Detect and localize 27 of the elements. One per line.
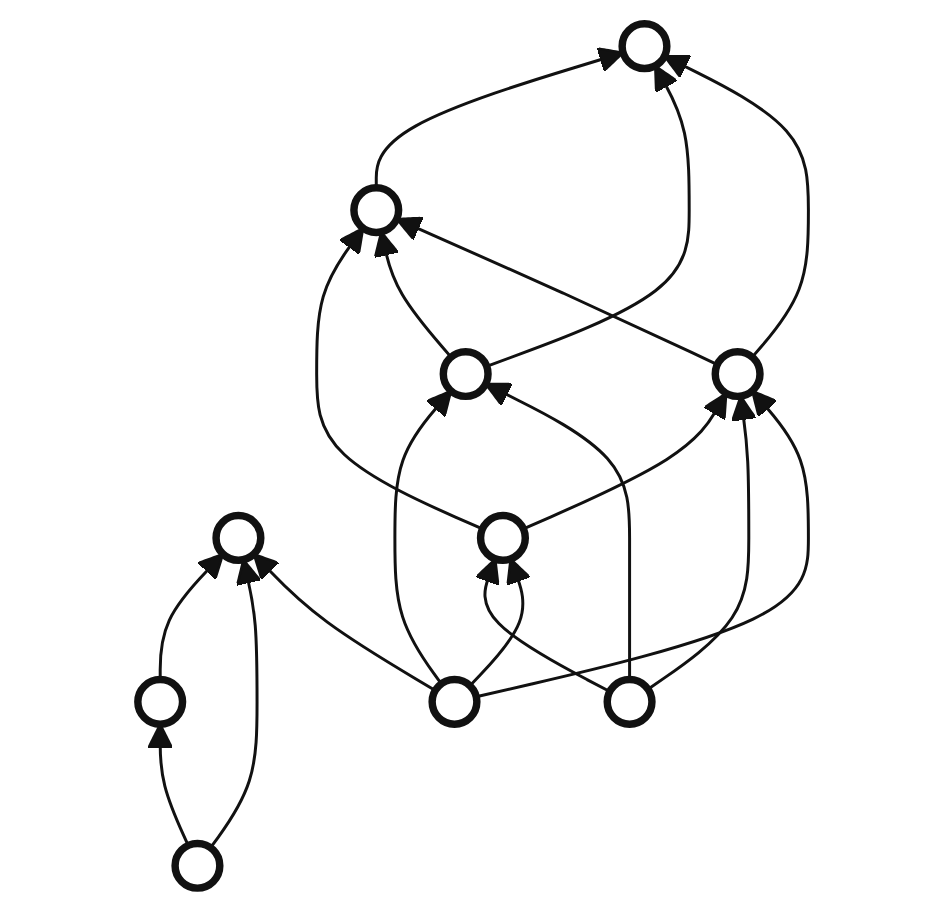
arrow bbox=[522, 392, 728, 531]
node-circle bbox=[711, 347, 764, 401]
arrow bbox=[484, 382, 631, 680]
arrow bbox=[158, 552, 225, 680]
arrow bbox=[373, 230, 453, 359]
arrow bbox=[474, 557, 611, 693]
arrow bbox=[252, 552, 436, 692]
arrow bbox=[374, 47, 625, 188]
arrow bbox=[663, 55, 810, 359]
arrow bbox=[146, 723, 190, 847]
node-circle bbox=[134, 675, 187, 728]
arrow bbox=[395, 216, 718, 366]
arrow bbox=[486, 64, 691, 368]
arrow bbox=[468, 557, 531, 687]
arrow bbox=[647, 395, 757, 691]
arrow bbox=[315, 227, 483, 531]
node-circle bbox=[439, 347, 492, 401]
node-circle bbox=[212, 511, 265, 564]
node-circle bbox=[603, 675, 656, 728]
arrow bbox=[393, 389, 453, 685]
node-circle bbox=[350, 184, 403, 237]
node-circle bbox=[476, 511, 529, 564]
arrow bbox=[475, 389, 810, 699]
arrow bbox=[209, 558, 262, 849]
node-circle bbox=[428, 675, 481, 728]
node-circle bbox=[171, 839, 224, 892]
node-circle bbox=[618, 20, 671, 73]
